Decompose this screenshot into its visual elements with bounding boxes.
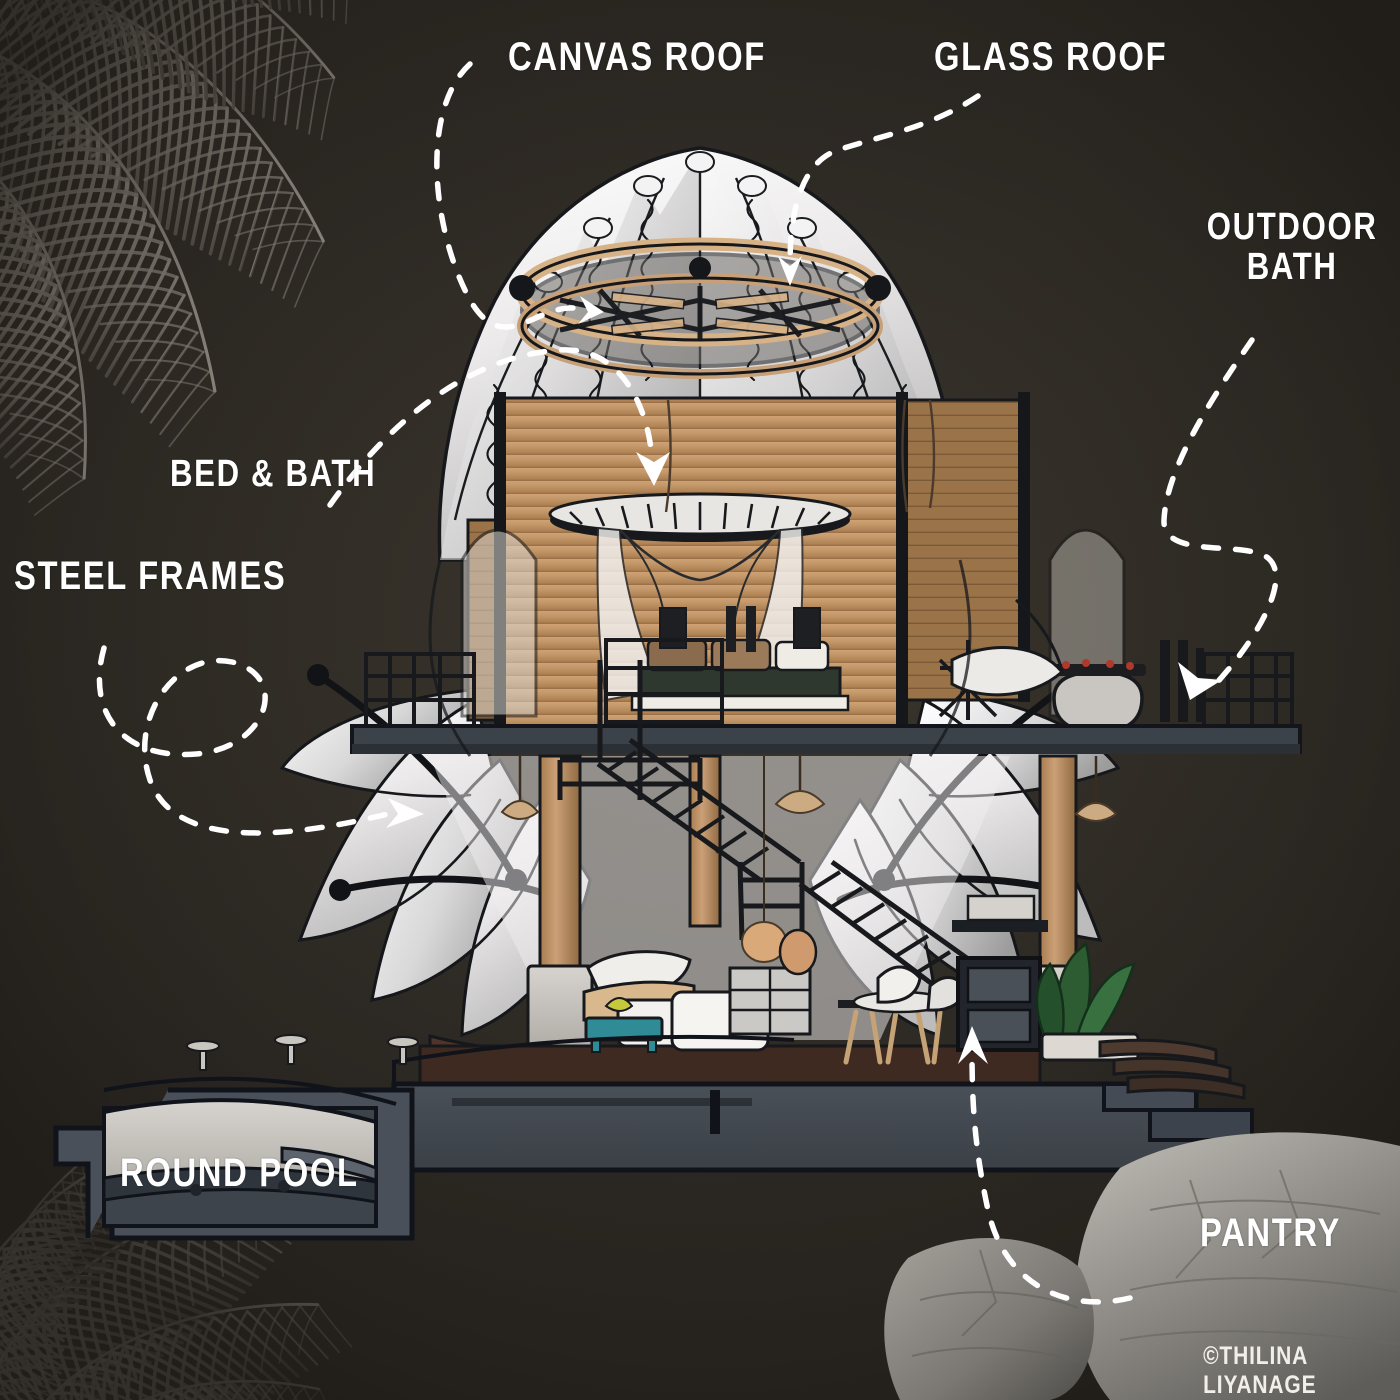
indoor-plants <box>1035 941 1140 1062</box>
glass-roof-leader <box>778 93 981 286</box>
label-steel-frames[interactable]: STEEL FRAMES <box>14 554 287 598</box>
label-outdoor-bath[interactable]: OUTDOOR BATH <box>1206 206 1378 288</box>
bed-and-bath-leader <box>327 347 670 508</box>
outdoor-bath-leader <box>1161 337 1279 700</box>
rock-small-right <box>884 1237 1095 1400</box>
label-round-pool[interactable]: ROUND POOL <box>120 1151 359 1195</box>
shell-outline <box>428 559 972 757</box>
steel-frames-leader <box>96 645 424 836</box>
lower-floor-living <box>418 660 1140 1086</box>
rock-large-right <box>1075 1132 1400 1400</box>
upper-floor-bed-and-bath <box>364 392 1294 734</box>
glass-roof-oculus <box>509 237 891 379</box>
concrete-plinth-deck <box>186 1034 1254 1173</box>
terrace-steps <box>1098 1038 1246 1100</box>
canvas-roof-leader <box>434 61 604 330</box>
pantry-leader <box>958 1026 1133 1305</box>
label-pantry[interactable]: PANTRY <box>1200 1211 1342 1255</box>
round-pool-section <box>53 1076 415 1241</box>
label-bed-and-bath[interactable]: BED & BATH <box>170 453 377 495</box>
steel-staircase <box>557 660 980 992</box>
lounge-furniture <box>582 928 968 1065</box>
first-floor-slab <box>350 724 1302 754</box>
label-glass-roof[interactable]: GLASS ROOF <box>934 35 1168 79</box>
label-canvas-roof[interactable]: CANVAS ROOF <box>508 35 766 79</box>
deck-posts <box>186 1034 419 1071</box>
artist-signature: ©THILINA LIYANAGE <box>1203 1342 1317 1399</box>
